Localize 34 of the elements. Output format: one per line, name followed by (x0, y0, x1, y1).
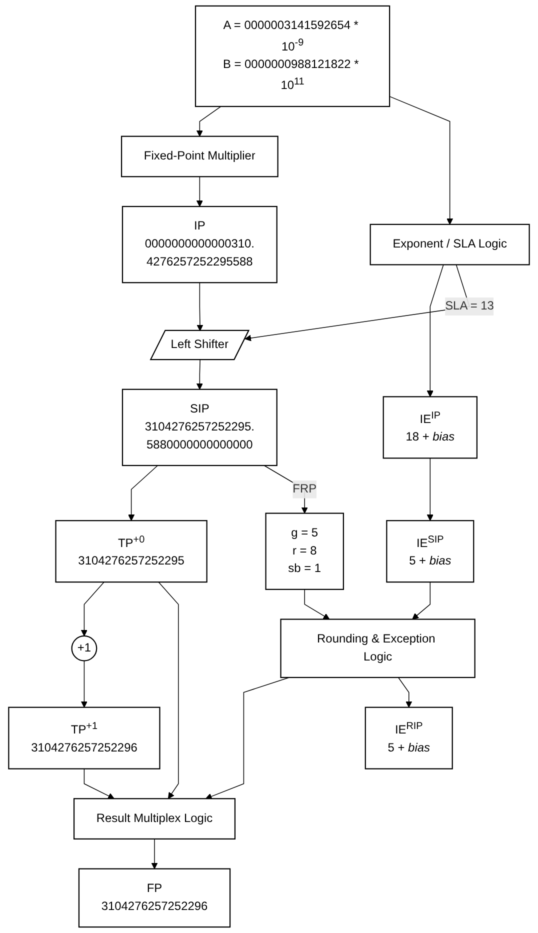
arrow (205, 677, 290, 800)
node-box: FP 3104276257252296 (78, 868, 231, 928)
node-box: TP$^{+0}$ 3104276257252295 (55, 520, 208, 583)
arrow (158, 582, 179, 799)
node-box: A = 0000003141592654 * 10$^{-9}$ B = 0000000988121822 * 10$^{11}$ (194, 5, 390, 108)
arrow (196, 106, 222, 137)
arrow (398, 677, 412, 708)
node-box: TP$^{+1}$ 3104276257252296 (8, 706, 160, 770)
node-box: IE$^{IP}$ 18 + bias (382, 396, 478, 459)
node-box: Fixed-Point Multiplier (120, 136, 278, 178)
arrow (80, 660, 88, 708)
node-box: IP 0000000000000310. 4276257252295588 (122, 206, 278, 284)
arrow (196, 176, 203, 207)
node-box: Exponent / SLA Logic (370, 224, 530, 266)
node-box: Rounding & Exception Logic (280, 618, 476, 678)
arrow (84, 768, 114, 799)
edge-label: FRP (292, 482, 317, 496)
node-box: IE$^{RIP}$ 5 + bias (364, 706, 453, 770)
node-box: SIP 3104276257252295. 5880000000000000 (122, 388, 278, 466)
arrow (80, 582, 104, 636)
arrow (196, 360, 203, 390)
arrow (304, 589, 330, 620)
arrow (426, 264, 444, 397)
arrow (128, 465, 158, 521)
edge-label: SLA = 13 (445, 300, 494, 312)
node-box: g = 5 r = 8 sb = 1 (265, 512, 344, 590)
node-circle: +1 (71, 635, 98, 662)
node-box: Result Multiplex Logic (73, 798, 236, 840)
arrow (426, 458, 434, 521)
arrow (151, 838, 158, 870)
arrow (196, 282, 204, 332)
arrow (389, 96, 454, 225)
arrow (412, 582, 431, 620)
node-box: IE$^{SIP}$ 5 + bias (386, 520, 474, 583)
